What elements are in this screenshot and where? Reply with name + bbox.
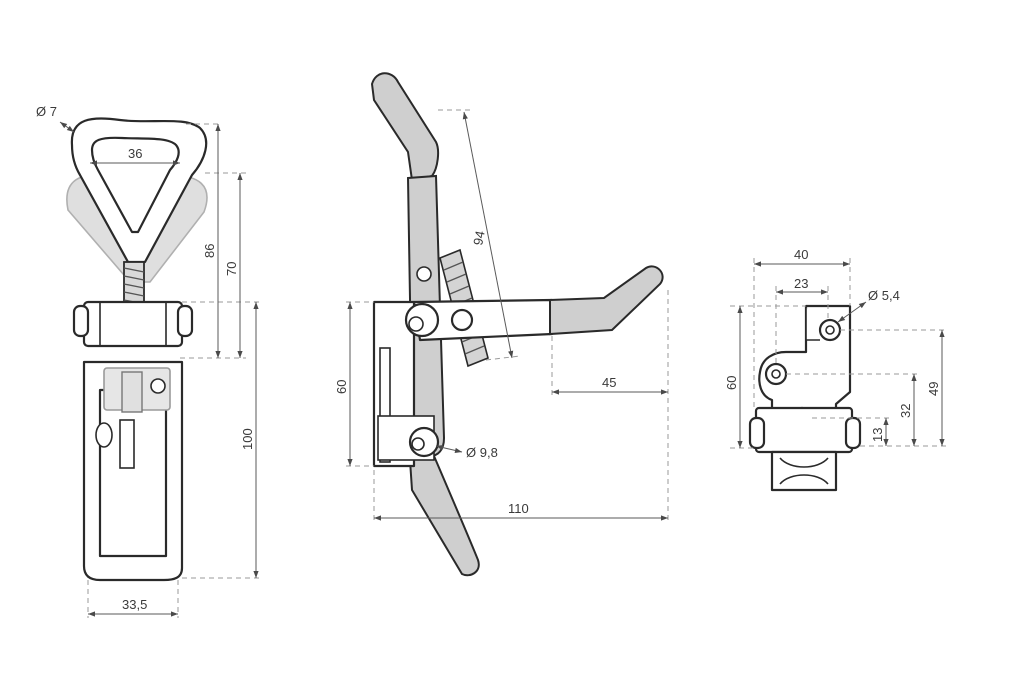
ring-inner <box>90 136 180 234</box>
plate-height-32-label: 32 <box>898 404 913 418</box>
front-height-86-label: 86 <box>202 244 217 258</box>
side-height-60-label: 60 <box>334 380 349 394</box>
dimension-arrowhead <box>237 351 243 358</box>
plate-height-60-label: 60 <box>724 376 739 390</box>
dimension-arrowhead <box>88 611 95 617</box>
dimension-arrowhead <box>173 160 180 166</box>
side-length-110-label: 110 <box>508 501 529 516</box>
dimension-arrowhead <box>454 447 462 453</box>
side-length-94-label: 94 <box>470 230 487 247</box>
dimension-arrowhead <box>237 173 243 180</box>
dimension-arrowhead <box>821 289 828 295</box>
dimension-arrowhead <box>462 112 468 120</box>
hinge-left <box>748 416 766 450</box>
plate-height-49-label: 49 <box>926 382 941 396</box>
dimension-arrowhead <box>939 439 945 446</box>
dimension-arrowhead <box>838 315 846 322</box>
dimension-arrowhead <box>843 261 850 267</box>
side-lever-45-label: 45 <box>602 375 616 390</box>
hook-inner <box>98 388 168 558</box>
dimension-arrowhead <box>215 351 221 358</box>
plate-width-23-label: 23 <box>794 276 808 291</box>
base-plate-inner <box>379 347 391 463</box>
pivot-lever-small <box>416 266 432 282</box>
upper-body <box>82 300 184 348</box>
dimension-arrowhead <box>90 160 97 166</box>
dimension-arrowhead <box>911 439 917 446</box>
front-height-100-label: 100 <box>240 428 255 450</box>
dimension-arrowhead <box>858 302 866 309</box>
dimension-arrowhead <box>253 302 259 309</box>
arm-handle <box>549 265 664 336</box>
hinge-block <box>754 406 854 454</box>
dimension-arrowheads <box>60 112 945 617</box>
plate-dimensions <box>730 258 948 449</box>
plate-view <box>730 258 948 492</box>
dimension-arrowhead <box>171 611 178 617</box>
hook-latch <box>119 419 135 469</box>
front-ring-width-label: 36 <box>128 146 142 161</box>
front-height-70-label: 70 <box>224 262 239 276</box>
plate-notch <box>805 306 820 341</box>
hook-spring <box>121 371 143 413</box>
front-view <box>59 117 262 618</box>
right-flange <box>176 304 194 338</box>
dimension-arrowhead <box>737 306 743 313</box>
dimension-arrowhead <box>883 439 889 446</box>
dimension-arrowhead <box>883 418 889 425</box>
dimension-arrowhead <box>66 125 74 132</box>
dimension-arrowhead <box>776 289 783 295</box>
dimension-arrowhead <box>60 122 68 129</box>
side-view <box>346 72 669 577</box>
plate-height-13-label: 13 <box>870 428 885 442</box>
upper-handle <box>370 72 440 182</box>
dimension-arrowhead <box>374 515 381 521</box>
dimension-arrowhead <box>661 515 668 521</box>
dimension-arrowhead <box>661 389 668 395</box>
left-flange <box>72 304 90 338</box>
dimension-labels: Ø 7 36 86 70 100 33,5 94 60 45 Ø 9,8 110… <box>36 104 941 612</box>
hinge-roller <box>770 450 838 492</box>
front-base-width-label: 33,5 <box>122 597 147 612</box>
pivot-arm <box>450 308 474 332</box>
dimension-arrowhead <box>737 441 743 448</box>
dimension-arrowhead <box>508 350 514 358</box>
lower-handle <box>408 454 480 577</box>
side-hole-diameter-label: Ø 9,8 <box>466 445 498 460</box>
plate-hole-diameter-label: Ø 5,4 <box>868 288 900 303</box>
dimension-arrowhead <box>347 302 353 309</box>
dimension-arrowhead <box>215 124 221 131</box>
front-ring-diameter-label: Ø 7 <box>36 104 57 119</box>
plate-width-40-label: 40 <box>794 247 808 262</box>
dimension-arrowhead <box>253 571 259 578</box>
dimension-arrowhead <box>939 330 945 337</box>
dimension-arrowhead <box>347 459 353 466</box>
hinge-right <box>844 416 862 450</box>
dimension-arrowhead <box>911 374 917 381</box>
dimension-arrowhead <box>754 261 761 267</box>
dimension-arrowhead <box>436 445 444 451</box>
hook-rivet <box>150 378 166 394</box>
front-dimensions <box>59 121 262 618</box>
dimension-arrowhead <box>552 389 559 395</box>
